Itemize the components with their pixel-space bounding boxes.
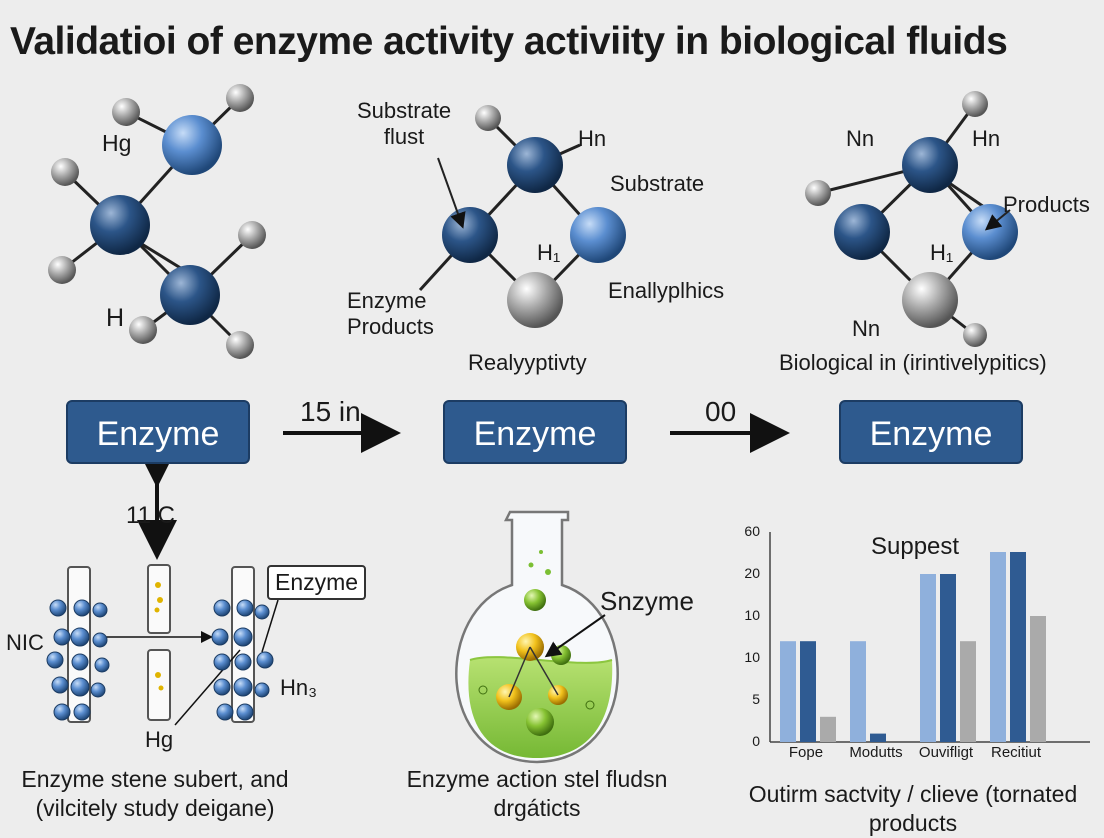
caption-bottom-left: Enzyme stene subert, and (vilcitely stud… <box>21 766 289 821</box>
label-hn: Hn <box>578 126 607 151</box>
x-category-label: Ouvifligt <box>918 744 974 761</box>
label-nn-top: Nn <box>846 126 875 151</box>
enzyme-box-2: Enzyme <box>443 400 627 464</box>
page-title: Validatioi of enzyme activity activiity … <box>10 20 1008 63</box>
caption-middle-molecule: Realyyptivty <box>468 350 587 375</box>
right-molecule <box>805 91 1018 347</box>
label-snzyme: Snzyme <box>600 586 694 616</box>
atom <box>226 84 254 112</box>
label-nn-bottom: Nn <box>852 316 881 341</box>
label-enallyplhics: Enallyplhics <box>608 278 725 303</box>
flask-illustration <box>455 510 619 764</box>
label-products: Products <box>1003 192 1090 217</box>
y-tick-label: 60 <box>744 523 760 539</box>
label-hn-right: Hn <box>972 126 1001 151</box>
bar <box>1030 616 1046 742</box>
atom <box>805 180 831 206</box>
arrow-label-2: 00 <box>705 396 737 427</box>
middle-molecule <box>418 105 626 328</box>
atom <box>570 207 626 263</box>
atom <box>507 272 563 328</box>
atom <box>48 256 76 284</box>
label-nic: NIC <box>6 630 44 655</box>
atom <box>962 91 988 117</box>
chart-caption: Outirm sactvity / clieve (tornated produ… <box>748 781 1078 836</box>
atom <box>90 195 150 255</box>
label-hn3: Hn₃ <box>280 675 318 700</box>
bar <box>850 641 866 742</box>
atom <box>902 137 958 193</box>
bar <box>870 733 886 742</box>
atom <box>160 265 220 325</box>
bar <box>960 641 976 742</box>
bar <box>1010 552 1026 742</box>
atom <box>129 316 157 344</box>
enzyme-callout: Enzyme <box>267 565 367 600</box>
atom <box>226 331 254 359</box>
bar <box>800 641 816 742</box>
bar <box>940 574 956 742</box>
x-category-label: Modutts <box>849 744 903 761</box>
y-tick-label: 20 <box>744 565 760 581</box>
caption-bottom-middle: Enzyme action stel fludsn drgáticts <box>406 766 668 821</box>
y-tick-label: 0 <box>752 733 760 749</box>
label-h1: H₁ <box>537 240 561 265</box>
y-tick-label: 10 <box>744 649 760 665</box>
caption-right-molecule: Biological in (irintivelypitics) <box>779 350 1047 375</box>
label-h: H <box>106 304 125 332</box>
atom <box>475 105 501 131</box>
bar-chart <box>769 532 1090 743</box>
bar <box>820 716 836 742</box>
x-category-label: Fope <box>788 744 824 761</box>
atom <box>963 323 987 347</box>
test-tube <box>147 649 171 721</box>
atom <box>112 98 140 126</box>
label-h1-right: H₁ <box>930 240 954 265</box>
enzyme-box-3: Enzyme <box>839 400 1023 464</box>
atom <box>51 158 79 186</box>
atom <box>902 272 958 328</box>
bar <box>990 552 1006 742</box>
label-substrate-flust: Substrate flust <box>357 98 452 150</box>
bar <box>780 641 796 742</box>
label-hg-bottom: Hg <box>145 727 174 752</box>
atom <box>238 221 266 249</box>
bar <box>920 574 936 742</box>
enzyme-box-1: Enzyme <box>66 400 250 464</box>
atom <box>442 207 498 263</box>
atom <box>507 137 563 193</box>
atom <box>834 204 890 260</box>
bottom-left-illustration <box>46 564 279 726</box>
y-tick-label: 10 <box>744 607 760 623</box>
y-tick-label: 5 <box>752 691 760 707</box>
chart-title: Suppest <box>871 533 960 560</box>
label-substrate: Substrate <box>610 171 705 196</box>
label-hg: Hg <box>102 130 132 156</box>
x-category-label: Recitiut <box>990 744 1042 761</box>
vertical-arrow-label: 11 C <box>126 502 175 529</box>
label-enzyme-products: Enzyme Products <box>347 288 434 340</box>
atom <box>962 204 1018 260</box>
left-molecule <box>48 84 266 359</box>
atom <box>162 115 222 175</box>
arrow-label-1: 15 in <box>300 396 361 427</box>
